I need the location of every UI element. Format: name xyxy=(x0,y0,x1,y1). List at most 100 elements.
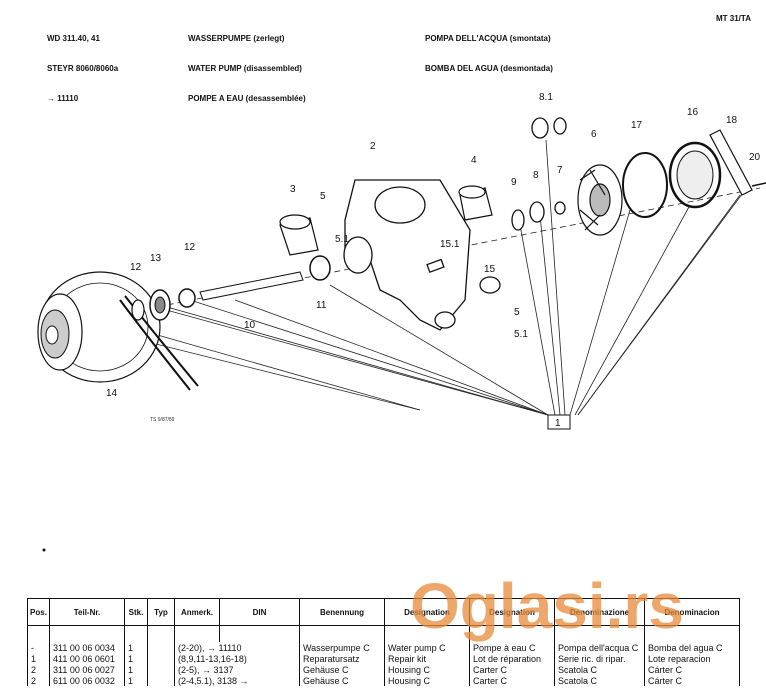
header-title-it: POMPA DELL'ACQUA (smontata) xyxy=(425,34,551,43)
col-type: Typ xyxy=(147,598,175,626)
cell-pos: 2 xyxy=(27,664,50,675)
impeller-part xyxy=(577,164,623,236)
cell-denominacion: Cárter C xyxy=(644,675,740,686)
callout-6: 6 xyxy=(591,129,597,140)
parts-table: Pos. Teil-Nr. Stk. Typ Anmerk. DIN Benen… xyxy=(27,598,740,686)
cell-part-no: 311 00 06 0034 xyxy=(49,642,125,653)
callout-14: 14 xyxy=(106,388,118,399)
callout-15: 15 xyxy=(484,264,496,275)
callout-12-right: 12 xyxy=(184,242,196,253)
callout-12-left: 12 xyxy=(130,262,142,273)
cell-designation-fr: Lot de réparation xyxy=(469,653,555,664)
callout-3: 3 xyxy=(290,184,296,195)
cell-type xyxy=(147,675,175,686)
cell-designation-fr: Carter C xyxy=(469,675,555,686)
callout-1: 1 xyxy=(555,418,561,429)
cell-remark: (2-5), → 3137 xyxy=(174,664,300,675)
col-designation-fr: Designation xyxy=(469,598,555,626)
exploded-diagram: 1 2 3 4 5 5.1 5 5.1 6 7 8 8.1 9 10 11 12… xyxy=(37,92,766,552)
cell-denominazione: Serie ric. di ripar. xyxy=(554,653,645,664)
cell-part-no: 611 00 06 0032 xyxy=(49,675,125,686)
callout-7: 7 xyxy=(557,165,563,176)
cell-type xyxy=(147,642,175,653)
header-title-de: WASSERPUMPE (zerlegt) xyxy=(188,34,285,43)
drawing-stamp: TS 9/87/89 xyxy=(150,417,175,423)
table-row: 2 311 00 06 0027 1 (2-5), → 3137 Gehäuse… xyxy=(27,664,740,675)
header-model-line-2: STEYR 8060/8060a xyxy=(47,64,119,73)
col-remark: Anmerk. xyxy=(174,598,220,626)
cell-type xyxy=(147,653,175,664)
cell-denominacion: Bomba del agua C xyxy=(644,642,740,653)
shaft-part xyxy=(199,255,331,301)
cell-designation-fr: Carter C xyxy=(469,664,555,675)
cell-designation-en: Water pump C xyxy=(384,642,470,653)
header-title-fr: POMPE A EAU (desassemblée) xyxy=(188,94,306,103)
cell-denominazione: Pompa dell'acqua C xyxy=(554,642,645,653)
cell-denominazione: Scatola C xyxy=(554,675,645,686)
callout-5: 5 xyxy=(320,191,326,202)
cell-remark: (8,9,11-13,16-18) xyxy=(174,653,300,664)
cell-designation-en: Housing C xyxy=(384,664,470,675)
cell-benennung: Gehäuse C xyxy=(299,675,385,686)
screw-part xyxy=(751,182,766,187)
table-row: 2 611 00 06 0032 1 (2-4,5.1), 3138 → Geh… xyxy=(27,675,740,686)
table-row: - 311 00 06 0034 1 (2-20), → 11110 Wasse… xyxy=(27,642,740,653)
callout-5-1: 5.1 xyxy=(335,234,349,245)
callout-5-1-lower: 5.1 xyxy=(514,329,528,340)
col-din: DIN xyxy=(219,598,300,626)
header-model-block: WD 311.40, 41 STEYR 8060/8060a → 11110 xyxy=(47,14,118,114)
col-designation-en: Designation xyxy=(384,598,470,626)
cell-qty: 1 xyxy=(124,642,148,653)
header-title-block-2: POMPA DELL'ACQUA (smontata) BOMBA DEL AG… xyxy=(425,14,553,84)
col-benennung: Benennung xyxy=(299,598,385,626)
cell-remark: (2-4,5.1), 3138 → xyxy=(174,675,300,686)
header-title-block: WASSERPUMPE (zerlegt) WATER PUMP (disass… xyxy=(188,14,306,114)
cell-part-no: 311 00 06 0027 xyxy=(49,664,125,675)
callout-16: 16 xyxy=(687,107,699,118)
callout-13: 13 xyxy=(150,253,162,264)
bearing-part xyxy=(131,288,196,321)
col-denominacion: Denominacion xyxy=(644,598,740,626)
callout-17: 17 xyxy=(631,120,643,131)
cell-denominazione: Scatola C xyxy=(554,664,645,675)
cell-type xyxy=(147,664,175,675)
callout-20: 20 xyxy=(749,152,761,163)
dot-mark xyxy=(42,548,46,552)
cell-qty: 1 xyxy=(124,664,148,675)
callout-15-1: 15.1 xyxy=(440,239,460,250)
cell-qty: 1 xyxy=(124,653,148,664)
callout-5-lower: 5 xyxy=(514,307,520,318)
table-row: 1 411 00 06 0601 1 (8,9,11-13,16-18) Rep… xyxy=(27,653,740,664)
table-spacer-row xyxy=(27,625,740,642)
table-header-row: Pos. Teil-Nr. Stk. Typ Anmerk. DIN Benen… xyxy=(27,598,740,626)
cover-part xyxy=(709,129,753,196)
callout-4: 4 xyxy=(471,155,477,166)
header-model-line-1: WD 311.40, 41 xyxy=(47,34,100,43)
cell-benennung: Wasserpumpe C xyxy=(299,642,385,653)
gasket-part xyxy=(622,141,722,218)
housing-part xyxy=(343,179,471,331)
cell-benennung: Reparatursatz xyxy=(299,653,385,664)
col-qty: Stk. xyxy=(124,598,148,626)
parts-table-wrapper: Pos. Teil-Nr. Stk. Typ Anmerk. DIN Benen… xyxy=(27,598,766,697)
header-title-en: WATER PUMP (disassembled) xyxy=(188,64,302,73)
header-model-line-3: → 11110 xyxy=(47,94,79,103)
cell-pos: 1 xyxy=(27,653,50,664)
callout-18: 18 xyxy=(726,115,738,126)
col-part-no: Teil-Nr. xyxy=(49,598,125,626)
callout-2: 2 xyxy=(370,141,376,152)
callout-9: 9 xyxy=(511,177,517,188)
callout-8: 8 xyxy=(533,170,539,181)
callout-labels: 1 2 3 4 5 5.1 5 5.1 6 7 8 8.1 9 10 11 12… xyxy=(106,92,761,429)
cell-designation-fr: Pompe à eau C xyxy=(469,642,555,653)
cell-pos: 2 xyxy=(27,675,50,686)
belt-part xyxy=(119,295,199,391)
cell-designation-en: Repair kit xyxy=(384,653,470,664)
cell-qty: 1 xyxy=(124,675,148,686)
callout-box-1 xyxy=(547,414,571,430)
callout-10: 10 xyxy=(244,320,256,331)
bushing-part xyxy=(279,185,493,256)
cell-benennung: Gehäuse C xyxy=(299,664,385,675)
header-ref: MT 31/TA xyxy=(716,14,751,23)
cell-designation-en: Housing C xyxy=(384,675,470,686)
